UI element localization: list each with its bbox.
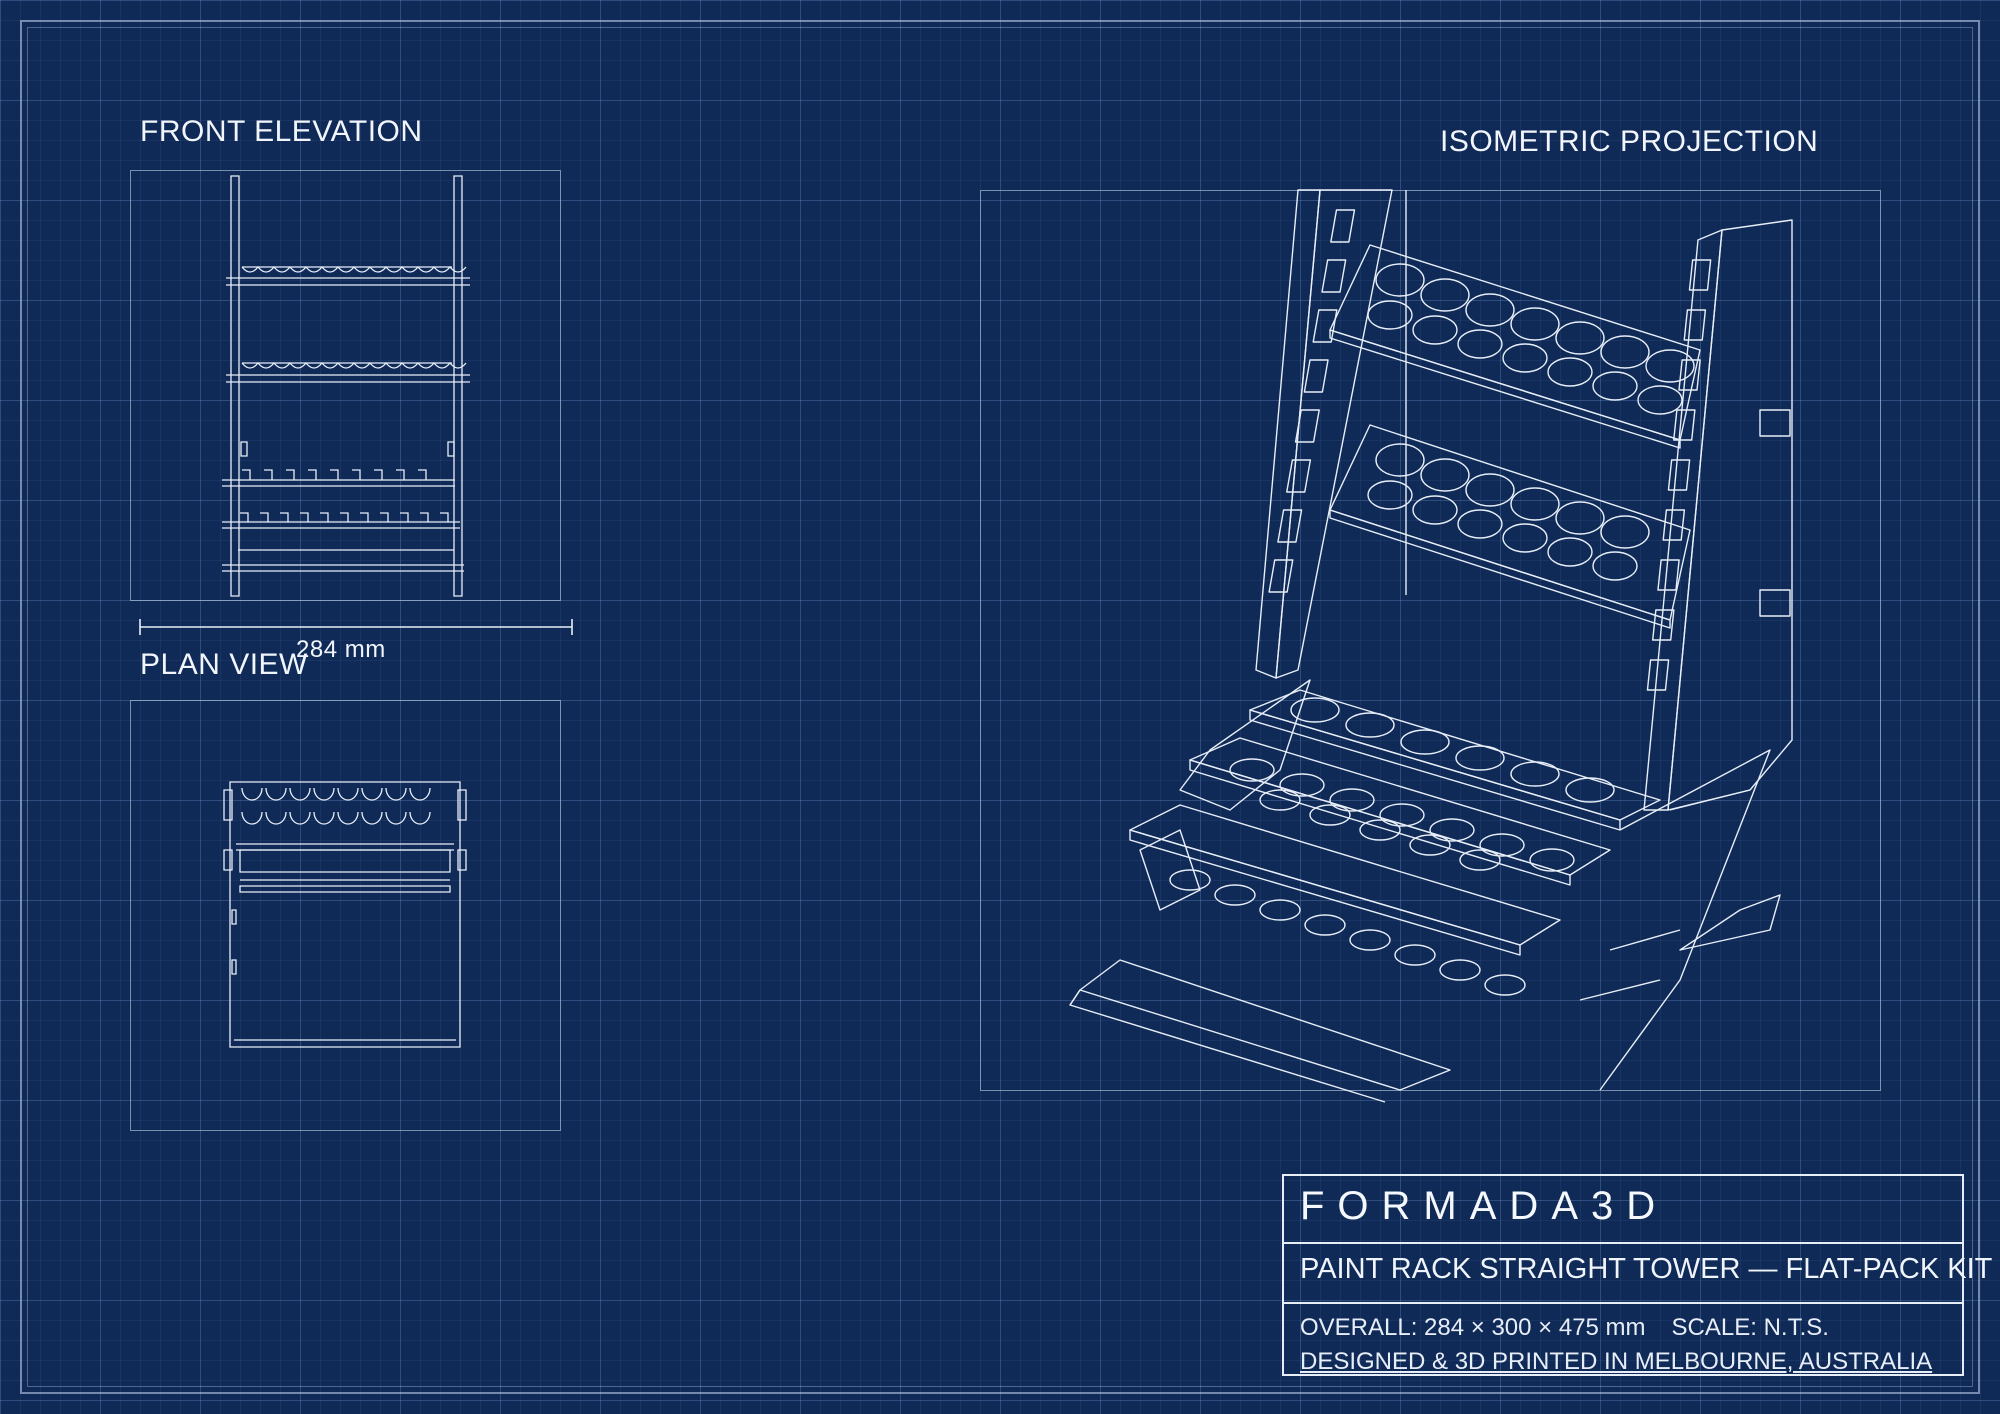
plan-outline — [230, 782, 460, 1047]
lower-tray-2 — [222, 513, 460, 528]
isometric-title: ISOMETRIC PROJECTION — [1440, 125, 1819, 158]
iso-base — [1070, 960, 1450, 1102]
left-post — [231, 176, 239, 596]
sheet-border-outer — [20, 20, 1980, 1394]
scale-note: SCALE: N.T.S. — [1671, 1314, 1829, 1341]
right-post — [454, 176, 462, 596]
sheet-border-inner — [27, 27, 1973, 1387]
width-dimension-line — [138, 616, 574, 640]
specs-line: OVERALL: 284 × 300 × 475 mm SCALE: N.T.S. — [1300, 1314, 1855, 1342]
front-elevation-frame — [130, 170, 561, 601]
title-block-brand-row — [1284, 1176, 1962, 1244]
title-block — [1282, 1174, 1964, 1376]
front-elevation-drawing — [130, 170, 560, 600]
iso-tray-2 — [1190, 738, 1610, 885]
product-name: PAINT RACK STRAIGHT TOWER — FLAT-PACK KI… — [1300, 1253, 1993, 1285]
base-shelf — [222, 550, 464, 571]
iso-tray-3 — [1130, 805, 1560, 995]
plan-view-frame — [130, 700, 561, 1131]
front-elevation-title: FRONT ELEVATION — [140, 115, 423, 148]
iso-upper-shelf-2 — [1330, 425, 1690, 628]
upper-shelf-2 — [226, 363, 470, 382]
plan-cup-row — [242, 788, 430, 824]
iso-right-leg — [1580, 750, 1780, 1090]
lower-tray-1 — [222, 470, 455, 486]
width-dimension-label: 284 mm — [296, 636, 386, 663]
iso-left-panel — [1256, 190, 1392, 678]
plan-view-title: PLAN VIEW — [140, 648, 308, 681]
origin-note: DESIGNED & 3D PRINTED IN MELBOURNE, AUST… — [1300, 1348, 1933, 1375]
plan-view-drawing — [130, 700, 560, 1130]
brand-name: FORMADA3D — [1300, 1184, 1669, 1228]
iso-right-panel — [1644, 220, 1792, 810]
upper-shelf-1 — [226, 267, 470, 285]
overall-dimensions: OVERALL: 284 × 300 × 475 mm — [1300, 1314, 1646, 1341]
isometric-drawing — [980, 190, 1880, 1090]
plan-tray — [240, 850, 450, 872]
iso-upper-shelf-1 — [1330, 245, 1700, 448]
title-block-product-row — [1284, 1242, 1962, 1304]
isometric-frame — [980, 190, 1881, 1091]
